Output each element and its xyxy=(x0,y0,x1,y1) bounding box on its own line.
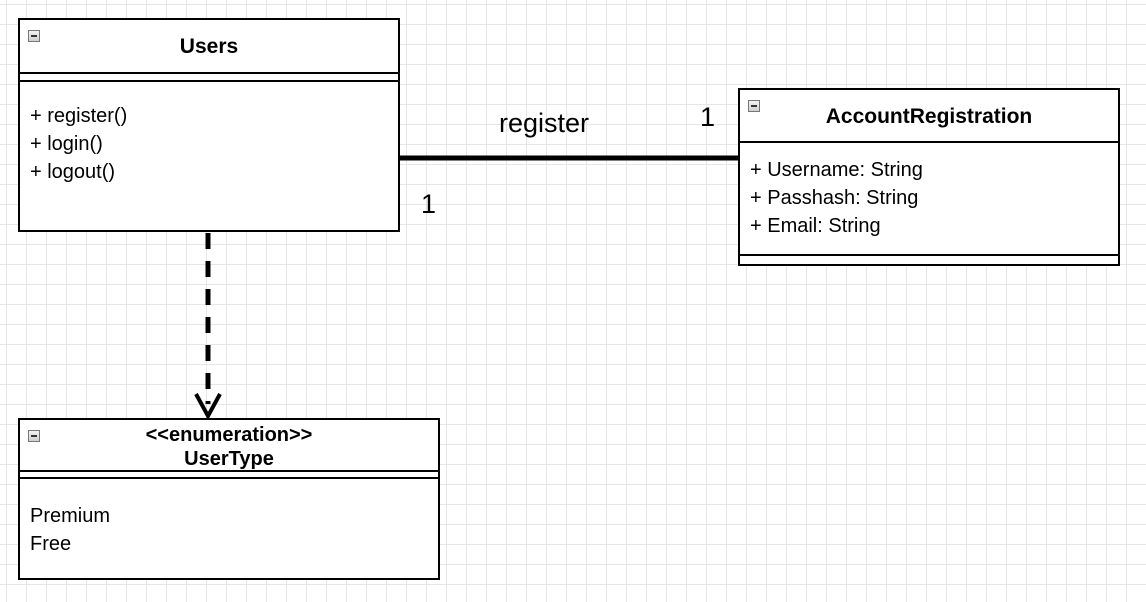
compartment-divider xyxy=(20,80,398,82)
compartment-divider xyxy=(20,477,438,479)
account-registration-class[interactable]: AccountRegistration + Username: String +… xyxy=(738,88,1120,266)
collapse-icon[interactable] xyxy=(28,430,40,442)
dependency-arrowhead xyxy=(194,393,222,421)
class-header: <<enumeration>> UserType xyxy=(20,420,438,472)
collapse-icon[interactable] xyxy=(28,30,40,42)
literals-compartment: Premium Free xyxy=(30,502,432,558)
multiplicity-source[interactable]: 1 xyxy=(421,189,437,219)
users-class[interactable]: Users + register() + login() + logout() xyxy=(18,18,400,232)
method-register[interactable]: + register() xyxy=(30,105,128,127)
class-name: UserType xyxy=(184,448,274,470)
user-type-enum[interactable]: <<enumeration>> UserType Premium Free xyxy=(18,418,440,580)
class-name: Users xyxy=(20,20,398,74)
literal-premium[interactable]: Premium xyxy=(30,505,111,527)
method-logout[interactable]: + logout() xyxy=(30,161,116,183)
stereotype-label: <<enumeration>> xyxy=(145,424,313,446)
attribute-username[interactable]: + Username: String xyxy=(750,159,923,181)
collapse-icon[interactable] xyxy=(748,100,760,112)
literal-free[interactable]: Free xyxy=(30,533,72,555)
compartment-divider xyxy=(740,254,1118,256)
methods-compartment: + register() + login() + logout() xyxy=(30,102,392,186)
association-label[interactable]: register xyxy=(499,108,590,138)
attribute-email[interactable]: + Email: String xyxy=(750,215,881,237)
attributes-compartment: + Username: String + Passhash: String + … xyxy=(750,156,1112,240)
method-login[interactable]: + login() xyxy=(30,133,103,155)
multiplicity-target[interactable]: 1 xyxy=(700,102,716,132)
class-name: AccountRegistration xyxy=(740,90,1118,143)
attribute-passhash[interactable]: + Passhash: String xyxy=(750,187,919,209)
